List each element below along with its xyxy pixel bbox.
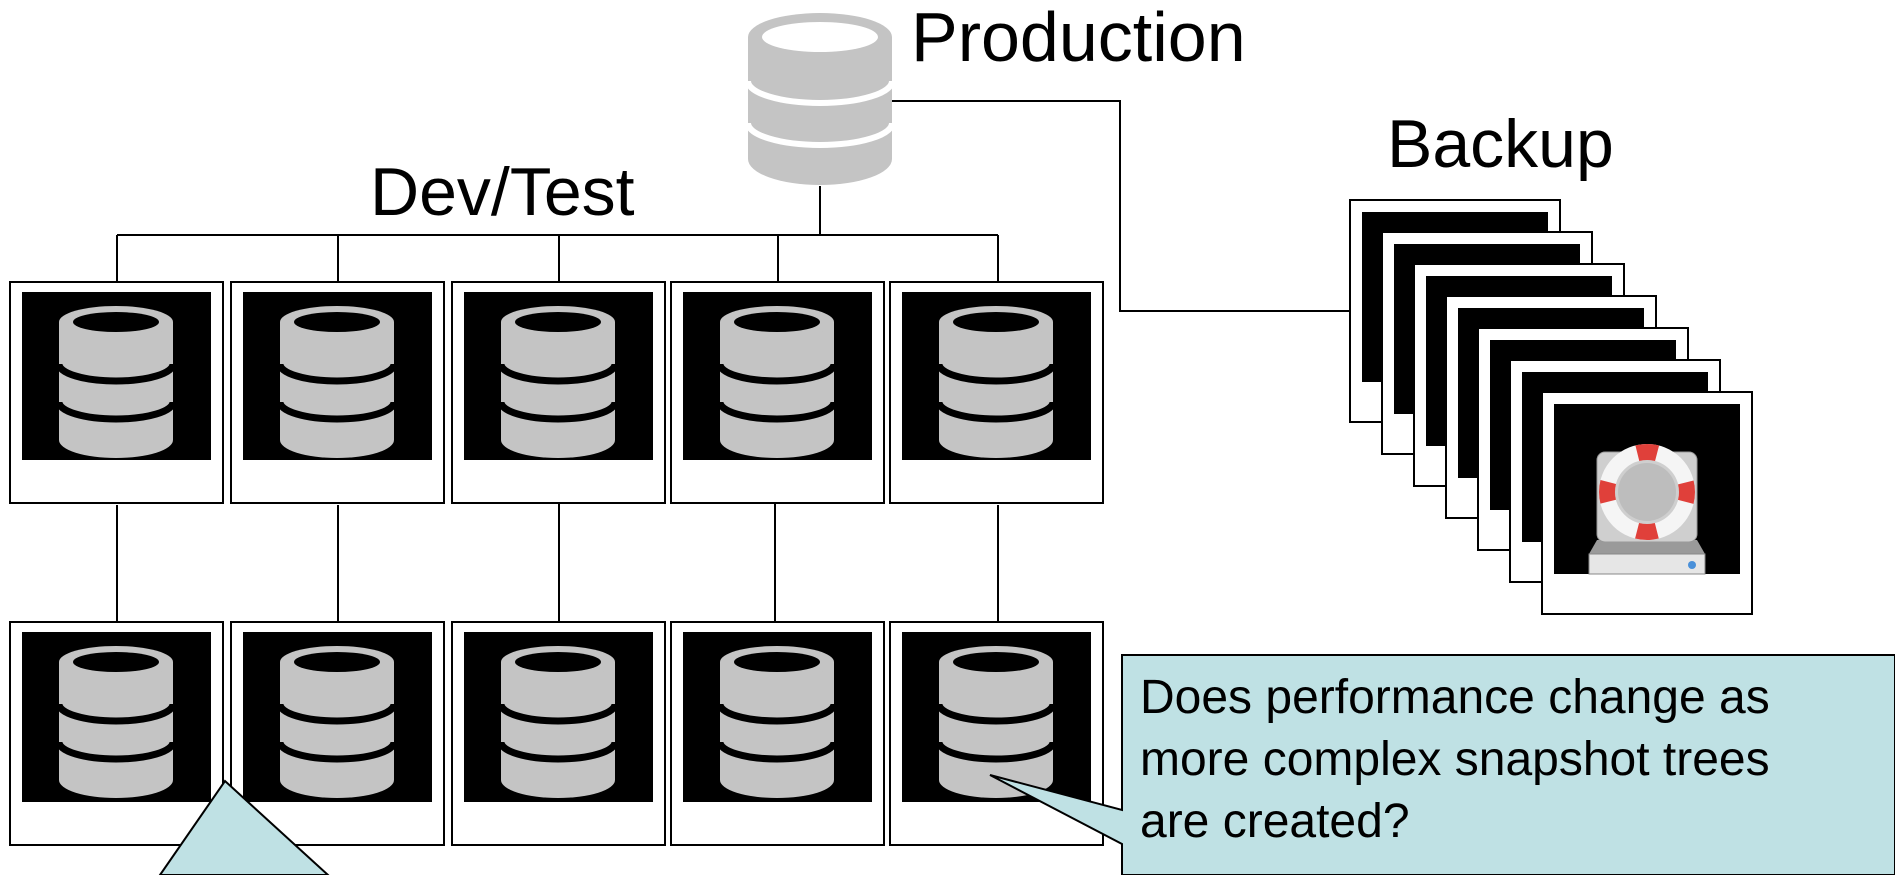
callout-bubble: [989, 654, 1895, 875]
snapshot-card: [670, 621, 885, 846]
callout-line: Does performance change as: [1140, 671, 1770, 724]
snapshot-card: [9, 281, 224, 504]
callout-line: are created?: [1140, 795, 1410, 848]
connector-lines: [116, 100, 1350, 622]
backup-label: Backup: [1387, 106, 1614, 182]
production-label: Production: [911, 0, 1246, 76]
snapshot-card: [451, 621, 666, 846]
snapshot-card: [230, 621, 445, 846]
lifebuoy-drive-icon: [1588, 444, 1706, 575]
snapshot-card: [670, 281, 885, 504]
production-database-icon: [745, 13, 895, 185]
callout-bubble-secondary: [158, 779, 330, 875]
snapshot-card: [230, 281, 445, 504]
backup-card: [1541, 391, 1753, 615]
snapshot-row-2: [9, 621, 1104, 846]
snapshot-card: [9, 621, 224, 846]
callout-text: Does performance change as more complex …: [1140, 667, 1770, 853]
snapshot-row-1: [9, 281, 1104, 504]
snapshot-card: [889, 281, 1104, 504]
devtest-label: Dev/Test: [370, 154, 635, 230]
callout-line: more complex snapshot trees: [1140, 733, 1770, 786]
snapshot-card: [451, 281, 666, 504]
backup-stack: [1349, 199, 1753, 615]
